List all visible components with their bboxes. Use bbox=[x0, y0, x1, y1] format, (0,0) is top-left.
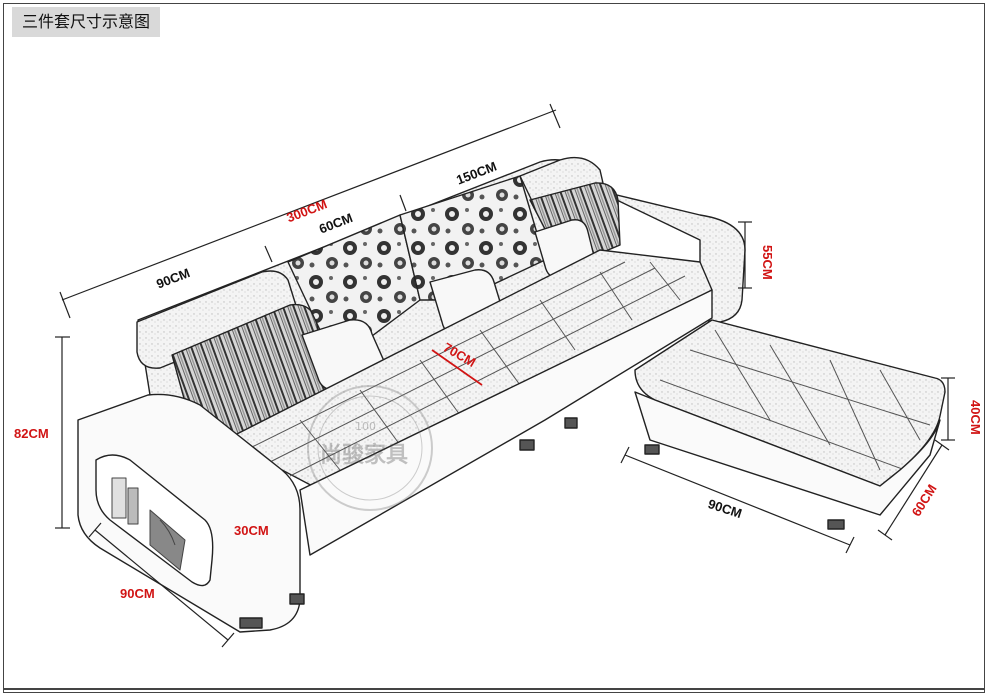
bottom-divider bbox=[3, 688, 985, 690]
seat-tufting bbox=[249, 261, 686, 477]
sofa-front-base bbox=[299, 289, 713, 556]
ottoman-base bbox=[634, 391, 941, 516]
sofa-illustration bbox=[77, 156, 946, 633]
ottoman-leg-1 bbox=[644, 444, 660, 455]
dim-tick-60 bbox=[399, 194, 407, 212]
label-left-section: 90CM bbox=[154, 265, 192, 291]
watermark-seal: 100 尚骏家具 bbox=[307, 385, 433, 511]
dim-tick-left bbox=[59, 291, 71, 319]
dim-line-300 bbox=[61, 109, 557, 301]
dim-tick-right bbox=[549, 103, 561, 129]
label-back-height: 55CM bbox=[760, 245, 775, 280]
label-overall-height: 82CM bbox=[14, 426, 49, 441]
watermark-line2: 尚骏家具 bbox=[320, 442, 408, 468]
label-ottoman-width: 60CM bbox=[909, 482, 940, 519]
ottoman-top bbox=[634, 319, 946, 487]
floral-cushion-2 bbox=[399, 175, 546, 301]
watermark-line1: 100 bbox=[355, 420, 376, 433]
dimension-lines bbox=[55, 103, 955, 648]
storage-shelf-items bbox=[111, 477, 186, 571]
sofa-leg-4 bbox=[564, 417, 578, 429]
label-middle-section: 60CM bbox=[317, 210, 355, 236]
label-ottoman-height: 40CM bbox=[968, 400, 983, 435]
diagram-frame bbox=[3, 3, 985, 693]
sofa-leg-2 bbox=[289, 593, 305, 605]
ottoman-leg-2 bbox=[827, 519, 845, 530]
sofa-leg-1 bbox=[239, 617, 263, 629]
page-title: 三件套尺寸示意图 bbox=[12, 7, 161, 37]
sofa-leg-3 bbox=[519, 439, 535, 451]
dim-tick-90 bbox=[264, 245, 273, 263]
label-depth: 90CM bbox=[120, 586, 155, 601]
floral-cushion-1 bbox=[287, 214, 421, 346]
ottoman-tufting bbox=[659, 329, 931, 471]
label-arm-width: 30CM bbox=[234, 523, 269, 538]
